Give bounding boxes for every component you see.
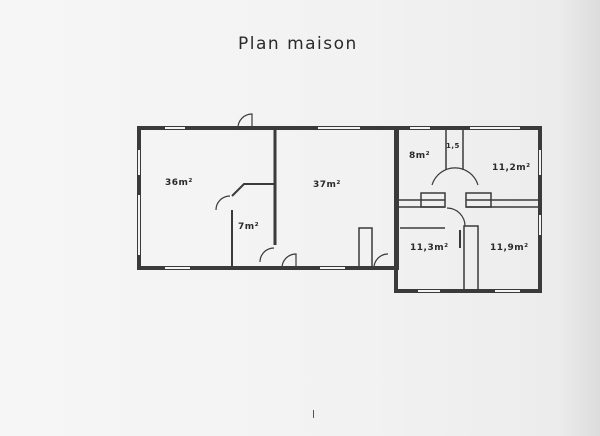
room-label-11-3: 11,3m² (410, 243, 449, 253)
room-label-37: 37m² (313, 180, 341, 190)
room-label-11-9: 11,9m² (490, 243, 529, 253)
room-label-8: 8m² (409, 151, 431, 161)
room-label-1-5: 1,5 (446, 142, 460, 150)
room-label-7: 7m² (238, 222, 260, 232)
room-label-36: 36m² (165, 178, 193, 188)
plan-title: Plan maison (238, 34, 358, 54)
pencil-mark (313, 410, 314, 418)
room-label-11-2: 11,2m² (492, 163, 531, 173)
